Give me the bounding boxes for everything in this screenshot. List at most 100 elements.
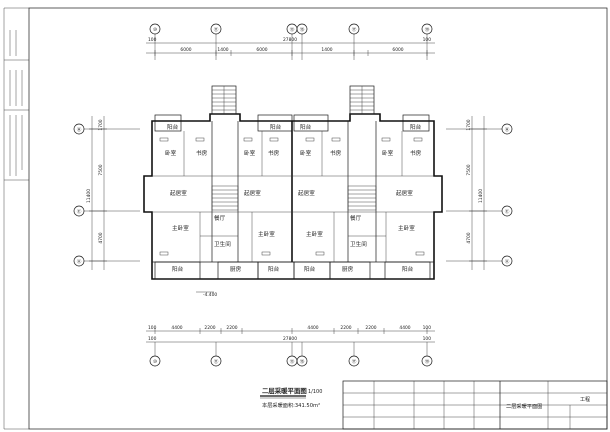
svg-text:Ⓐ: Ⓐ [77,258,82,265]
svg-text:⑮: ⑮ [300,358,305,365]
title-block: 工程 二层采暖平面图 [342,380,608,430]
svg-text:Ⓔ: Ⓔ [505,208,510,215]
svg-text:4700: 4700 [98,232,104,243]
sheet-border [28,7,608,430]
svg-text:⑩: ⑩ [153,359,157,365]
bottom-dimension-segments: 100 4400 2200 2200 4400 2200 2200 4400 1… [146,325,435,334]
left-axis-bubbles: Ⓗ Ⓔ Ⓐ [73,123,140,267]
axis-bubble: ⑬ [286,23,298,35]
svg-text:⑪: ⑪ [214,26,219,33]
svg-text:2200: 2200 [340,325,351,331]
svg-text:100: 100 [148,336,157,342]
svg-text:卧室: 卧室 [165,149,177,157]
svg-text:主卧室: 主卧室 [172,224,189,232]
axis-bubble: ⑩ [149,355,161,367]
svg-text:阳台: 阳台 [270,123,282,131]
axis-bubble: ⑮ [296,23,308,35]
svg-text:Ⓗ: Ⓗ [505,126,510,133]
svg-text:阳台: 阳台 [172,265,184,273]
svg-text:⑲: ⑲ [425,358,430,365]
svg-text:主卧室: 主卧室 [306,230,323,238]
svg-text:100: 100 [423,37,432,43]
axis-bubble: Ⓔ [501,205,513,217]
right-dimension-chain: 1700 7500 4700 11400 [466,116,487,270]
svg-text:主卧室: 主卧室 [258,230,275,238]
bottom-axis-bubbles: ⑩ ⑪ ⑬ ⑮ ⑰ ⑲ [149,355,433,367]
svg-text:厨房: 厨房 [342,265,354,273]
svg-text:Ⓔ: Ⓔ [77,208,82,215]
svg-text:4400: 4400 [399,325,410,331]
revision-strip [4,30,29,181]
axis-bubble: ⑪ [210,355,222,367]
svg-text:1700: 1700 [466,119,472,130]
svg-text:2200: 2200 [204,325,215,331]
drawing-title: 二层采暖平面图 1/100 本层采暖面积:341.50m² [260,386,322,409]
floor-plan: 阳台 阳台 阳台 阳台 卧室 书房 卧室 书房 卧室 书房 卧室 书房 起居室 … [143,85,443,280]
bottom-dimension-total: 100 27800 100 [146,336,435,343]
inner-stair [211,185,377,211]
stair-right [349,85,375,115]
top-axis-bubbles: ⑩ ⑪ ⑬ ⑮ ⑰ ⑲ [149,23,433,35]
svg-text:⑲: ⑲ [425,26,430,33]
svg-text:1400: 1400 [217,47,228,53]
axis-bubble: Ⓗ [501,123,513,135]
svg-text:100: 100 [423,325,432,331]
axis-bubble: ⑲ [421,355,433,367]
svg-text:⑰: ⑰ [352,358,357,365]
svg-text:100: 100 [148,37,157,43]
title-block-project: 工程 [580,396,590,403]
stair-left [211,85,237,115]
svg-text:阳台: 阳台 [268,265,280,273]
heating-area-note: 本层采暖面积:341.50m² [262,401,320,409]
svg-text:7500: 7500 [98,164,104,175]
svg-text:卫生间: 卫生间 [214,240,231,248]
svg-text:11400: 11400 [478,189,484,203]
axis-bubble: Ⓐ [73,255,85,267]
svg-text:起居室: 起居室 [170,189,187,197]
svg-text:书房: 书房 [410,149,422,157]
level-note: -4.400 [203,292,217,298]
top-balcony [154,114,182,132]
svg-text:卧室: 卧室 [382,149,394,157]
axis-bubble: ⑰ [348,355,360,367]
top-dimension-segments: 6000 1400 6000 1400 6000 [146,47,435,56]
svg-text:餐厅: 餐厅 [350,214,362,222]
svg-text:⑩: ⑩ [153,27,157,33]
svg-text:100: 100 [423,336,432,342]
svg-text:阳台: 阳台 [410,123,422,131]
svg-text:6000: 6000 [392,47,403,53]
svg-text:6000: 6000 [256,47,267,53]
svg-text:1700: 1700 [98,119,104,130]
svg-text:27800: 27800 [283,37,297,43]
svg-text:厨房: 厨房 [230,265,242,273]
drawing-title-text: 二层采暖平面图 [262,386,307,395]
svg-text:阳台: 阳台 [300,123,312,131]
svg-text:2200: 2200 [365,325,376,331]
svg-text:卧室: 卧室 [244,149,256,157]
svg-text:卧室: 卧室 [300,149,312,157]
axis-bubble: ⑲ [421,23,433,35]
axis-bubble: ⑰ [348,23,360,35]
top-dimension-total: 100 27800 100 [146,37,435,44]
svg-text:100: 100 [148,325,157,331]
axis-bubble: Ⓔ [73,205,85,217]
title-block-drawing-name: 二层采暖平面图 [506,402,542,410]
svg-text:起居室: 起居室 [244,189,261,197]
svg-text:卫生间: 卫生间 [350,240,367,248]
axis-bubble: Ⓗ [73,123,85,135]
axis-bubble: ⑮ [296,355,308,367]
svg-text:Ⓐ: Ⓐ [505,258,510,265]
svg-text:⑪: ⑪ [214,358,219,365]
svg-text:⑰: ⑰ [352,26,357,33]
left-dimension-chain: 11400 1700 7500 4700 [86,116,107,270]
svg-text:起居室: 起居室 [298,189,315,197]
axis-bubble: ⑩ [149,23,161,35]
svg-text:阳台: 阳台 [304,265,316,273]
svg-text:1400: 1400 [321,47,332,53]
svg-text:书房: 书房 [330,149,342,157]
bottom-axis-leaders [154,342,428,356]
svg-text:4700: 4700 [466,232,472,243]
svg-text:4400: 4400 [171,325,182,331]
axis-bubble: Ⓐ [501,255,513,267]
svg-text:7500: 7500 [466,164,472,175]
